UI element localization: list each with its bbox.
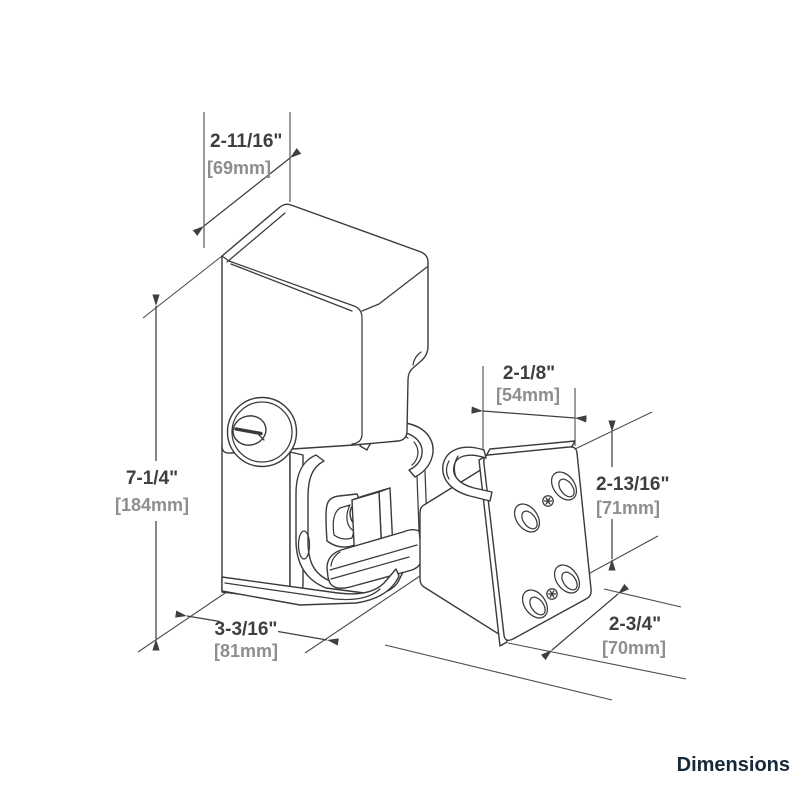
dimension-mm-label: [70mm] [602,638,666,658]
extension-line [603,588,682,608]
dimension-mm-label: [81mm] [214,641,278,661]
mounting-hole [550,471,578,501]
mounting-hole [513,503,541,533]
figure-caption: Dimensions [677,754,790,776]
dimension-mm-label: [69mm] [207,158,271,178]
dimension-line [540,583,630,661]
dimension-inches-label: 7-1/4" [126,468,178,489]
dimension-line [175,610,221,623]
extension-lines [137,112,687,701]
extension-line [304,575,421,654]
dimension-mm-label: [54mm] [496,385,560,405]
key-slot-tick [258,434,265,441]
lock-assembly-drawing [221,203,434,606]
dimension-inches-label: 2-3/4" [609,614,661,635]
keeper-assembly-drawing [419,440,592,647]
channel-slot-hole [297,530,311,560]
dimension-line [192,148,302,236]
extension-line [142,255,223,319]
keeper-side-plate [419,465,506,639]
screw-head [542,495,554,507]
dimension-inches-label: 2-11/16" [210,131,282,152]
dimension-inches-label: 3-3/16" [215,619,278,640]
base-plate-inner [224,582,381,601]
screw-head-drive [543,497,553,505]
dimension-keeper-width: 2-1/8" [54mm] [471,363,587,423]
lock-base-plate [221,568,400,606]
lock-body-front [221,444,291,601]
dimension-inches-label: 2-13/16" [596,474,669,495]
dimension-lock-width: 2-11/16" [69mm] [192,131,302,236]
extension-line [507,642,687,680]
dimension-keeper-height: 2-13/16" [71mm] [596,420,669,571]
dimension-mm-label: [184mm] [115,495,189,515]
cover-edges [221,255,428,445]
dimension-line [471,406,587,423]
dimension-keeper-depth: 2-3/4" [70mm] [540,583,666,661]
dimension-inches-label: 2-1/8" [503,363,555,384]
mounting-hole-inner [521,510,538,530]
lock-cylinder-rim [231,401,293,463]
channel-cavity-inner [332,504,355,540]
dimension-line [277,630,339,646]
dimension-lock-depth: 3-3/16" [81mm] [175,610,339,661]
latch-foot-lines [329,544,418,580]
keeper-tongue-roll [445,455,459,480]
dimension-lock-height: 7-1/4" [184mm] [115,294,189,651]
dimension-mm-label: [71mm] [596,498,660,518]
mounting-hole-inner [558,478,575,498]
key-slot [234,427,263,436]
construction-line [384,644,613,701]
